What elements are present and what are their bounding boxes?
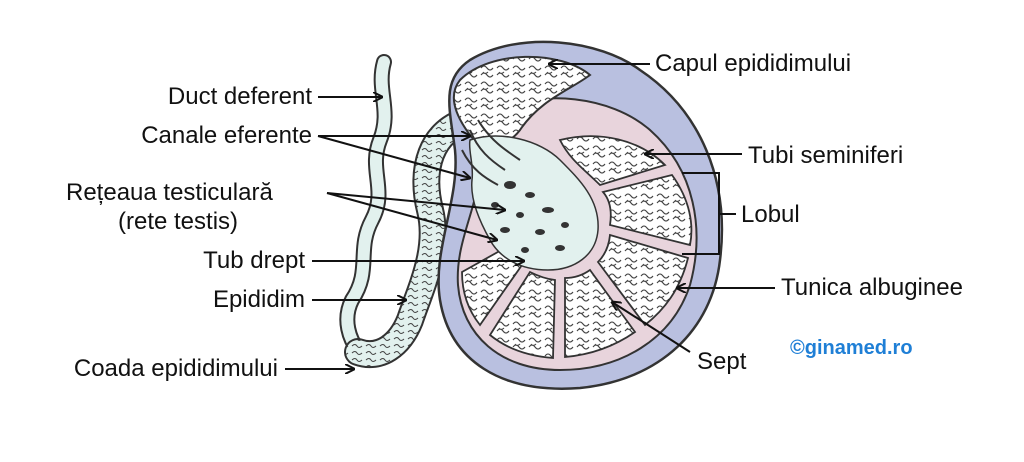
leader-lines (285, 64, 775, 369)
watermark: ©ginamed.ro (790, 337, 913, 359)
label-tubi-seminiferi: Tubi seminiferi (748, 142, 904, 169)
label-coada-epididimului: Coada epididimului (73, 355, 278, 382)
arrow-canale-eferente-b (317, 135, 470, 178)
lobule (558, 135, 667, 187)
rete-testis (468, 135, 599, 271)
label-capul-epididimului: Capul epididimului (655, 50, 852, 77)
epididymis-head (452, 55, 592, 147)
lobule (564, 268, 637, 358)
arrow-reteaua-a (326, 192, 505, 210)
lobule (596, 233, 690, 327)
label-epididim: Epididim (212, 286, 305, 313)
label-duct-deferent: Duct deferent (167, 83, 312, 110)
efferent-ducts (461, 119, 521, 186)
label-reteaua-testiculara: Rețeaua testiculară (66, 179, 273, 206)
label-sept: Sept (697, 348, 747, 375)
arrow-reteaua-b (326, 192, 497, 240)
lobule (488, 270, 556, 359)
arrow-sept (612, 302, 691, 353)
lobules (461, 135, 693, 359)
label-rete-testis: (rete testis) (118, 208, 239, 235)
label-tub-drept: Tub drept (203, 247, 305, 274)
label-tunica-albuginee: Tunica albuginee (781, 274, 963, 301)
label-lobul: Lobul (741, 201, 800, 228)
label-canale-eferente: Canale eferente (141, 122, 312, 149)
rete-channels (491, 181, 569, 253)
lobule (601, 173, 693, 247)
